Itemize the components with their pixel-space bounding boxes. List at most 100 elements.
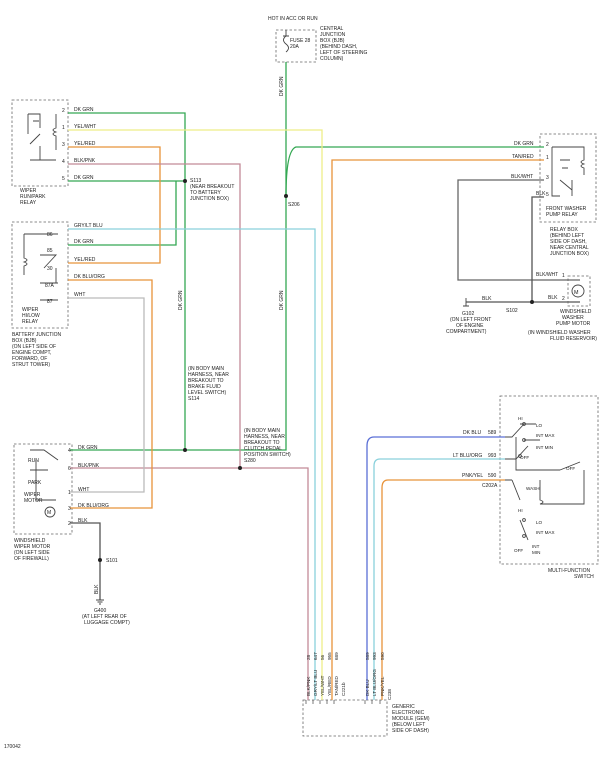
fuse-header: HOT IN ACC OR RUN (268, 16, 318, 22)
s114-5: S114 (188, 396, 200, 402)
dk-grn-vertical-label-1: DK GRN (279, 76, 285, 96)
g102-desc-1: OF ENGINE (456, 323, 484, 329)
wire-dk-grn-main (70, 62, 287, 451)
gem-label-1: ELECTRONIC (392, 710, 425, 716)
mfs-pos-lo: LO (536, 423, 543, 428)
s114-3: BRAKE FLUID (188, 384, 221, 390)
fuse-box (275, 29, 317, 63)
wpm-label-1: WASHER (562, 315, 584, 321)
splice-s101-dot (98, 558, 102, 562)
wire-yel-red-relay (68, 146, 161, 264)
cjb-desc-3: (BEHIND DASH, (320, 44, 357, 50)
hlr-pin-4: 87 (47, 299, 53, 305)
g102-name: G102 (462, 311, 474, 317)
cjb-desc-1: JUNCTION (320, 32, 346, 38)
s113-3: JUNCTION BOX) (190, 196, 229, 202)
wrp-label-2: RELAY (20, 200, 37, 206)
gem-wire-6: LT BLU/ORG (372, 669, 377, 696)
g400-ground-icon (96, 599, 104, 605)
wpm-wire-1: BLK (548, 295, 558, 301)
splice-s206-label: S206 (288, 202, 300, 208)
wrp-wire-3: BLK/PNK (74, 158, 96, 164)
g102-wire: BLK (482, 296, 492, 302)
wm-pin-2: 1 (68, 490, 71, 496)
s280-0: (IN BODY MAIN (244, 428, 280, 434)
cjb-desc-0: CENTRAL (320, 26, 344, 32)
wire-tan-red (331, 159, 544, 700)
gem-circuit-4: 689 (334, 652, 339, 660)
gem-connector: C221b (341, 682, 346, 696)
mfs-pos-min: MIN (532, 550, 540, 555)
hlr-wire-3: DK BLU/ORG (74, 274, 105, 280)
s113-2: TO BATTERY (190, 190, 222, 196)
bjb-2: (ON LEFT SIDE OF (12, 344, 56, 350)
wm-wire-4: BLK (78, 518, 88, 524)
g102-desc-2: COMPARTMENT) (446, 329, 487, 335)
gem-circuit-1: 647 (313, 652, 318, 660)
gem-circuit-7: 590 (380, 652, 385, 660)
fwr-label-0: FRONT WASHER (546, 206, 587, 212)
fwr-wire-1: TAN/RED (512, 154, 534, 160)
g400-desc-0: (AT LEFT REAR OF (82, 614, 127, 620)
fwr-label-1: PUMP RELAY (546, 212, 578, 218)
ground-g102: BLK G102 (ON LEFT FRONT OF ENGINE COMPAR… (446, 296, 518, 335)
wiper-motor: M RUN PARK WIPER MOTOR 4 6 1 3 2 DK GRN … (14, 445, 109, 562)
gem-wire-2: YEL/WHT (320, 675, 325, 696)
gem-wire-7: PNK/YEL (380, 676, 385, 696)
wrp-pin-2: 3 (62, 142, 65, 148)
washer-motor-m-icon: M (574, 290, 579, 296)
wrp-pin-0: 2 (62, 108, 65, 114)
wpm-wire-0: BLK/WHT (536, 272, 558, 278)
wm-inner-0: RUN (28, 458, 39, 464)
hlr-wire-4: WHT (74, 292, 85, 298)
bjb-0: BATTERY JUNCTION (12, 332, 62, 338)
gem-label-3: (BELOW LEFT (392, 722, 425, 728)
gem-label-2: MODULE (GEM) (392, 716, 430, 722)
washer-motor-symbol (571, 284, 585, 298)
wrp-pin-4: 5 (62, 176, 65, 182)
bjb-4: FORWARD, OF (12, 356, 47, 362)
washer-pump-motor: M 1 2 BLK/WHT BLK WINDSHIELD WASHER PUMP… (528, 272, 597, 342)
wire-blk-relay-pin5 (531, 196, 544, 302)
gem-label-4: SIDE OF DASH) (392, 728, 429, 734)
gem-circuit-3: 955 (327, 652, 332, 660)
hlr-label-1: HI/LOW (22, 313, 40, 319)
splice-s113: S113 (NEAR BREAKOUT TO BATTERY JUNCTION … (190, 178, 234, 202)
s113-0: S113 (190, 178, 202, 184)
wm-inner-1: PARK (28, 480, 42, 486)
gem-connector-2: C238 (387, 689, 392, 700)
mfs-pos-intmax: INT MAX (536, 433, 555, 438)
wiper-run-park-relay: 2 1 3 4 5 DK GRN YEL/WHT YEL/RED BLK/PNK… (20, 107, 96, 206)
wire-dk-grn-hilo-85 (68, 181, 177, 246)
s102-label: S102 (506, 308, 518, 314)
wm-pin-0: 4 (68, 448, 71, 454)
hlr-pin-0: 86 (47, 232, 53, 238)
gem-wire-4: TAN/RED (334, 675, 339, 696)
fwr-wire-3: BLK (536, 191, 546, 197)
fwr-pin-2: 3 (546, 175, 549, 181)
rb-2: SIDE OF DASH, (550, 239, 587, 245)
mfs-pos-hi2: HI (518, 508, 523, 513)
wire-blk-pnk-gem (240, 467, 309, 700)
gem-module: 28 647 56 955 689 589 993 590 BLK/PNK GR… (305, 652, 430, 734)
mfs-wire-1: LT BLU/ORG (453, 453, 482, 459)
wiper-motor-box (13, 443, 73, 535)
splice-s114-dot (183, 448, 187, 452)
mfs-label-1: SWITCH (574, 574, 594, 580)
wpm-label-2: PUMP MOTOR (556, 321, 591, 327)
wire-dk-blu (366, 436, 505, 700)
wrp-pin-3: 4 (62, 159, 65, 165)
wiper-run-park-relay-box (11, 99, 69, 187)
g102-ground-icon (463, 298, 469, 307)
mfs-pos-int: INT (532, 544, 540, 549)
cjb-desc-2: BOX (BJB) (320, 38, 345, 44)
wiper-hi-low-relay: 86 85 30 87A 87 GRY/LT BLU DK GRN YEL/RE… (22, 223, 105, 325)
s280-3: CLUTCH PEDAL (244, 446, 282, 452)
wire-blk-wht (457, 179, 580, 281)
splice-s280: (IN BODY MAIN HARNESS, NEAR BREAKOUT TO … (244, 428, 291, 464)
wire-wht (68, 297, 145, 493)
fuse-rating: 20A (290, 44, 300, 50)
wm-wire-2: WHT (78, 487, 89, 493)
g400-desc-1: LUGGAGE COMPT) (84, 620, 130, 626)
